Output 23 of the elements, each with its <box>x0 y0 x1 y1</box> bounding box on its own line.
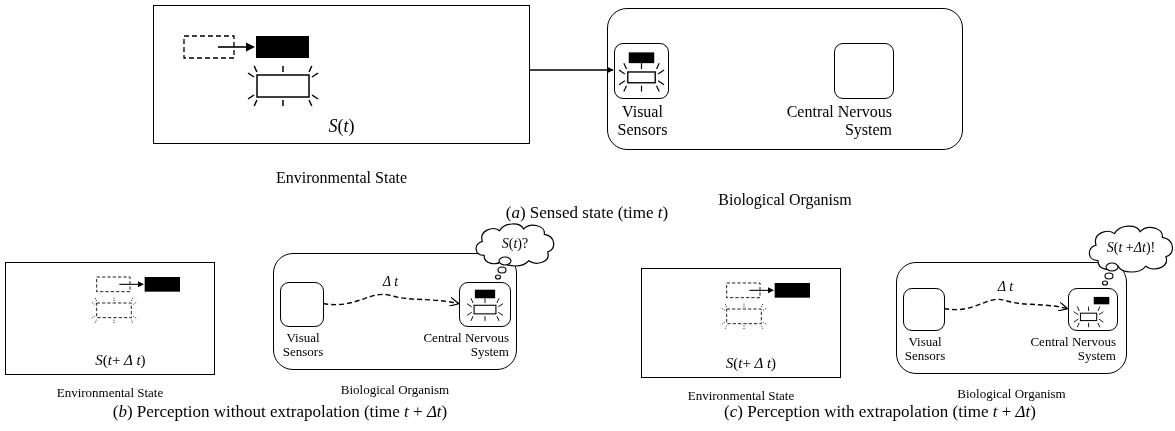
thought-text: S(t)? <box>501 236 529 252</box>
sensor-label: Visual Sensors <box>616 103 669 139</box>
sensor-label: Visual Sensors <box>903 335 947 364</box>
state-label: S(t+ Δ t) <box>95 351 146 368</box>
sensor-label: Central Nervous System <box>422 331 509 360</box>
state-label: S(t) <box>328 117 355 137</box>
box-caption: Biological Organism <box>340 383 450 398</box>
arrow <box>322 293 460 307</box>
figure-caption: (a) Sensed state (time t) <box>505 204 669 223</box>
thought-text: S(t +Δt)! <box>1106 240 1156 256</box>
figure-caption: (c) Perception with extrapolation (time t + Δt) <box>724 403 1036 422</box>
sensor-label: Visual Sensors <box>281 331 325 360</box>
state-label: S(t+ Δ t) <box>725 354 777 371</box>
arrow <box>529 66 614 74</box>
arrow <box>943 298 1069 312</box>
box-caption: Environmental State <box>56 386 164 401</box>
box-caption: Biological Organism <box>718 191 852 209</box>
sensor-label: Central Nervous System <box>1029 335 1116 364</box>
sensor-label: Central Nervous System <box>785 103 892 139</box>
box-caption: Environmental State <box>687 389 795 404</box>
box-caption: Biological Organism <box>957 387 1066 402</box>
box-caption: Environmental State <box>275 169 408 187</box>
figure-caption: (b) Perception without extrapolation (time t + Δt) <box>112 403 448 422</box>
